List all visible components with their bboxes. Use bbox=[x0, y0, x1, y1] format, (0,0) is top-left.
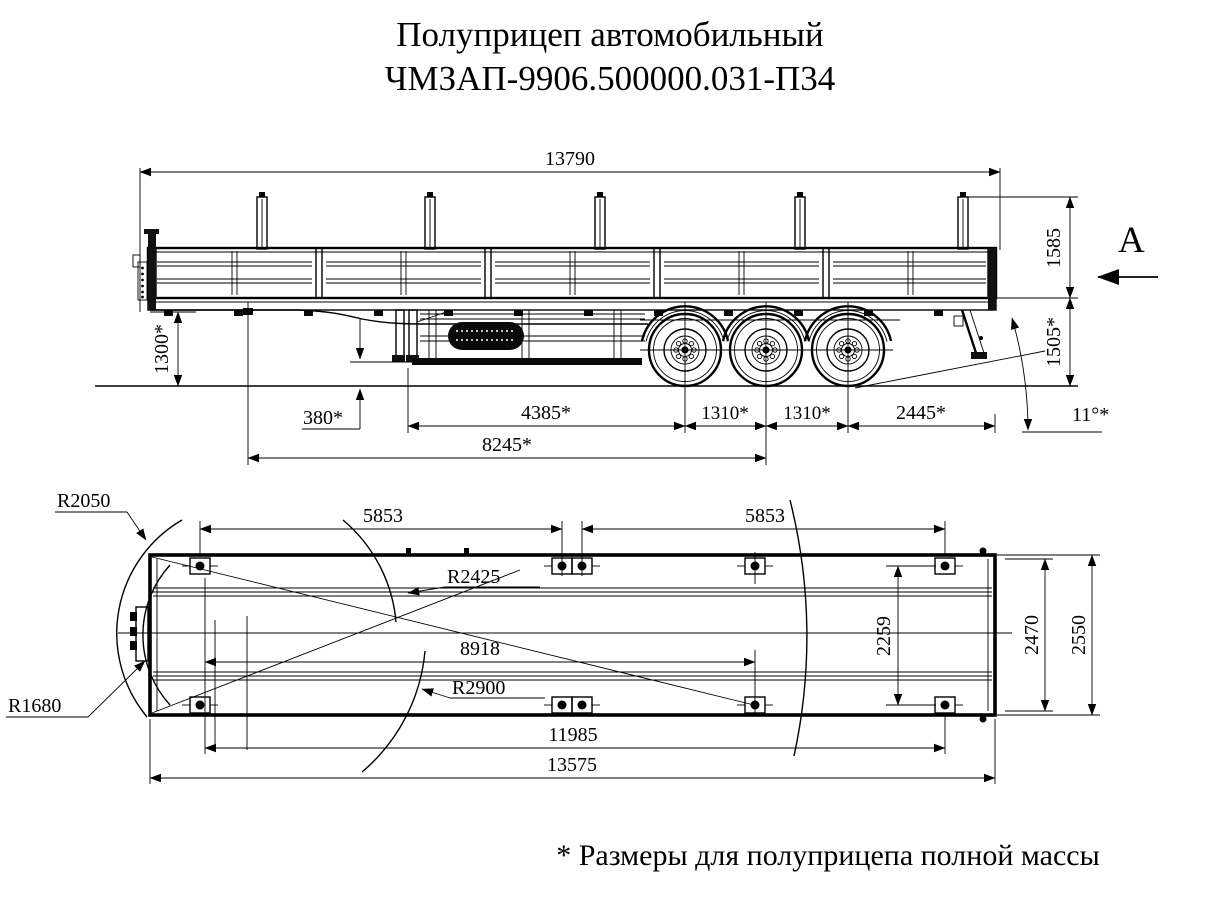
tie-down-bracket-double bbox=[544, 557, 600, 575]
side-guard bbox=[412, 309, 645, 365]
dim-kingpin-to-mid: 8918 bbox=[460, 638, 500, 660]
dim-axle-row-group: 4385* 1310* 1310* 2445* 8245* bbox=[247, 368, 996, 463]
dim-heights-right-group: 1585 1505* bbox=[966, 196, 1078, 387]
dim-landing-clearance-group: 380* bbox=[302, 318, 412, 430]
dim-bracket-spans-group: 5853 5853 bbox=[199, 505, 946, 576]
view-arrow-group: А bbox=[1097, 220, 1158, 286]
arc-r2900 bbox=[361, 650, 426, 773]
edge-marks bbox=[406, 547, 987, 723]
dim-landing-clearance: 380* bbox=[303, 407, 343, 429]
dim-bracket-row-width-group: 2259 bbox=[873, 565, 936, 706]
dim-ramp-angle: 11°* bbox=[1072, 404, 1109, 426]
dim-gear-to-axle: 4385* bbox=[521, 402, 571, 424]
construction-diagonal bbox=[151, 569, 521, 714]
front-wall bbox=[132, 229, 159, 310]
arc-r1680 bbox=[142, 564, 171, 706]
dim-kingpin-to-rear: 11985 bbox=[548, 724, 597, 746]
board-mid-posts bbox=[231, 251, 914, 295]
board-panel-posts bbox=[155, 248, 989, 298]
bogie bbox=[640, 302, 893, 465]
dim-bracket-row-width: 2259 bbox=[873, 616, 895, 656]
side-view: 13790 1585 1505* А 1300* 380* bbox=[95, 148, 1158, 465]
stake bbox=[957, 192, 969, 250]
frame-rails bbox=[153, 587, 992, 681]
arc-rear-swing bbox=[789, 499, 808, 757]
dim-axle-spacing-front: 1310* bbox=[701, 403, 749, 424]
dim-deck-height-front-group: 1300* bbox=[150, 311, 196, 387]
air-tank bbox=[448, 322, 524, 350]
dim-radius-inner: R1680 bbox=[8, 695, 61, 717]
footnote: * Размеры для полуприцепа полной массы bbox=[556, 839, 1100, 872]
front-hook bbox=[132, 254, 141, 268]
stake bbox=[794, 192, 806, 250]
front-ladder bbox=[137, 261, 148, 301]
dim-platform-inner-width: 2470 bbox=[1021, 615, 1043, 655]
dim-deck-height-rear: 1505* bbox=[1043, 317, 1065, 367]
tie-down-bracket bbox=[737, 552, 773, 584]
dim-kingpin-to-bogie: 8245* bbox=[482, 434, 532, 456]
rear-underride bbox=[953, 248, 996, 359]
top-view: 5853 5853 2259 2470 2550 8918 bbox=[6, 490, 1100, 784]
dim-overall-width: 2550 bbox=[1068, 615, 1090, 655]
turning-arcs bbox=[116, 499, 808, 773]
tie-down-bracket bbox=[182, 696, 218, 714]
stake bbox=[424, 192, 436, 250]
dim-ramp-angle-group: 11°* bbox=[1010, 317, 1109, 433]
stake bbox=[594, 192, 606, 250]
stakes bbox=[256, 192, 969, 250]
dim-kingpin-to-mid-group: 8918 bbox=[204, 578, 756, 754]
board-rails bbox=[157, 261, 986, 284]
tie-down-bracket bbox=[182, 557, 218, 575]
drawing-title-line2: ЧМЗАП-9906.500000.031-П34 bbox=[385, 59, 836, 98]
dim-deck-height-front: 1300* bbox=[151, 324, 173, 374]
stake bbox=[256, 192, 268, 250]
dim-lengths-group: 11985 13575 bbox=[149, 715, 996, 784]
drawing-title-line1: Полуприцеп автомобильный bbox=[396, 15, 823, 54]
platform-outline bbox=[148, 553, 997, 717]
kingpin-marks bbox=[214, 616, 248, 750]
dim-overall-length-group: 13790 bbox=[139, 148, 1001, 312]
arc-r2050 bbox=[116, 519, 183, 718]
dim-rear-bracket-span: 5853 bbox=[745, 505, 785, 527]
dim-front-bracket-span: 5853 bbox=[363, 505, 403, 527]
dim-rear-overhang: 2445* bbox=[896, 402, 946, 424]
rope-hooks bbox=[164, 310, 943, 316]
radius-callouts: R2050 R2425 R2900 R1680 bbox=[6, 490, 545, 718]
arc-r2425 bbox=[342, 519, 397, 623]
tie-down-bracket-double bbox=[544, 696, 600, 714]
tie-down-brackets-bottom bbox=[182, 696, 963, 714]
dim-axle-spacing-rear: 1310* bbox=[783, 403, 831, 424]
dim-widths-group: 2470 2550 bbox=[997, 554, 1100, 716]
dim-radius-front: R2050 bbox=[57, 490, 110, 512]
view-label: А bbox=[1118, 220, 1145, 261]
dim-overall-length: 13790 bbox=[545, 148, 595, 170]
guard-bottom-bar bbox=[412, 358, 642, 365]
side-boards bbox=[146, 246, 998, 300]
construction-diagonal bbox=[151, 556, 759, 707]
dim-platform-length: 13575 bbox=[547, 754, 597, 776]
dim-stake-height: 1585 bbox=[1043, 228, 1065, 268]
deck-frame bbox=[147, 297, 997, 316]
axle-centerlines bbox=[640, 302, 893, 465]
gooseneck-underside bbox=[150, 309, 648, 325]
dim-radius-mid: R2425 bbox=[447, 566, 500, 588]
dim-radius-rear: R2900 bbox=[452, 677, 505, 699]
title-block: Полуприцеп автомобильный ЧМЗАП-9906.5000… bbox=[385, 15, 836, 98]
